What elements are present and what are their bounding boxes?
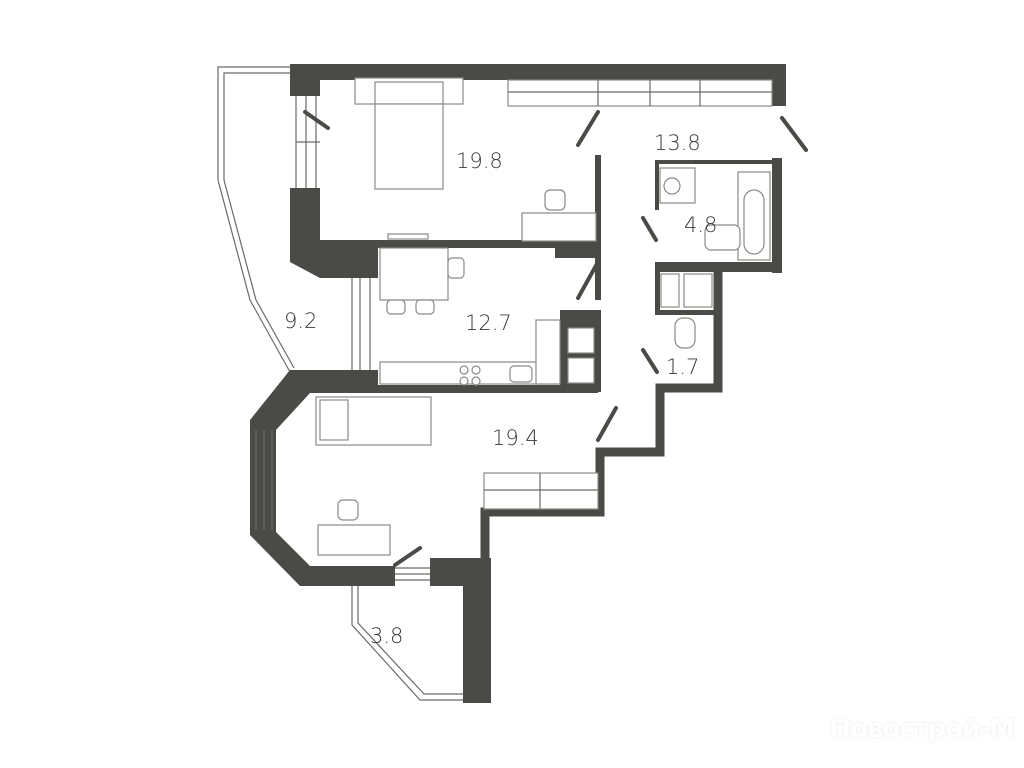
room-area-toilet: 1.7 — [666, 355, 699, 379]
room-area-bathroom: 4.8 — [684, 213, 717, 237]
room-area-loggia-2: 3.8 — [370, 624, 403, 648]
room-area-loggia-1: 9.2 — [284, 309, 317, 333]
room-area-kitchen: 12.7 — [465, 311, 512, 335]
room-area-bedroom-1: 19.8 — [456, 149, 503, 173]
room-area-bedroom-2: 19.4 — [492, 426, 539, 450]
doors — [303, 110, 808, 567]
furniture — [315, 77, 773, 556]
walls — [250, 64, 786, 703]
windows — [255, 96, 430, 581]
watermark: Новострой-М — [829, 714, 1015, 744]
room-area-hallway: 13.8 — [654, 131, 701, 155]
loggia-1-outline — [217, 66, 295, 373]
loggia-2-outline — [351, 585, 465, 701]
